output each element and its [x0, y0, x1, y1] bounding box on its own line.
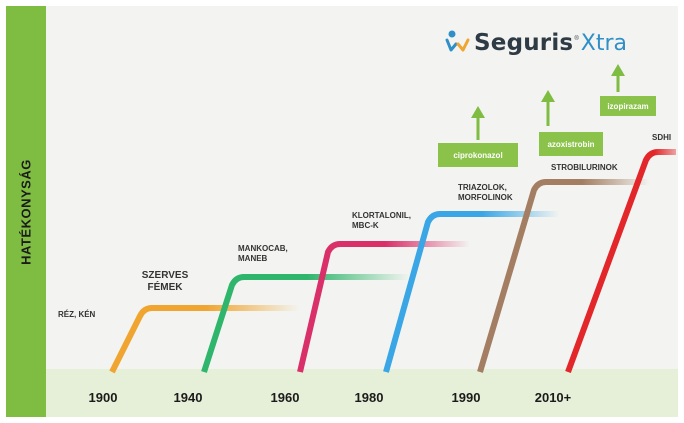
year-label-1940: 1940 [173, 390, 203, 405]
seguris-logo-mark [445, 30, 470, 52]
arrow-ciprokonazol [471, 106, 485, 140]
curve-szerves-femek [109, 305, 300, 374]
year-label-1900: 1900 [88, 390, 118, 405]
stage-label-rez-ken: RÉZ, KÉN [58, 310, 96, 319]
box-azoxistrobin: azoxistrobin [539, 132, 603, 156]
stage-label-triazolok: TRIAZOLOK, MORFOLINOK [458, 183, 513, 202]
box-ciprokonazol: ciprokonazol [438, 143, 518, 167]
year-label-1990: 1990 [451, 390, 481, 405]
year-label-2010: 2010+ [534, 390, 572, 405]
logo-main-text: Seguris [474, 30, 574, 56]
curve-klortalonil [297, 241, 470, 373]
curve-sdhi [565, 149, 676, 374]
curve-strobilurinok [477, 179, 650, 373]
logo-suffix-text: Xtra [580, 30, 627, 56]
stage-label-klortalonil: KLORTALONIL, MBC-K [352, 211, 411, 230]
x-axis-band [46, 369, 678, 417]
stage-label-sdhi: SDHI [652, 133, 672, 142]
stage-label-szerves-femek: SZERVES FÉMEK [141, 270, 189, 293]
year-label-1960: 1960 [270, 390, 300, 405]
box-izopirazam: izopirazam [600, 96, 656, 116]
arrow-azoxistrobin [541, 90, 555, 126]
curve-triazolok [383, 211, 560, 373]
y-axis-band [6, 6, 46, 417]
seguris-xtra-logo: Seguris ® Xtra [474, 30, 627, 56]
year-label-1980: 1980 [354, 390, 384, 405]
arrow-izopirazam [611, 64, 625, 92]
stage-label-mankocab: MANKOCAB, MANEB [238, 244, 288, 263]
stage-label-strobilurinok: STROBILURINOK [551, 163, 618, 172]
curve-mankocab [201, 274, 410, 373]
logo-registered-mark: ® [574, 36, 579, 42]
